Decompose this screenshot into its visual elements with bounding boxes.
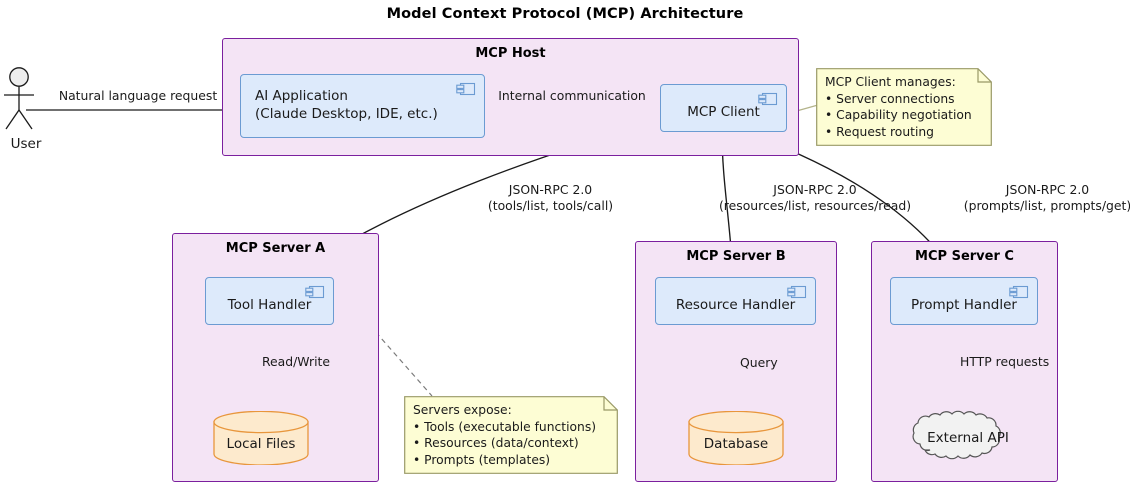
component-prompt-handler-label: Prompt Handler bbox=[911, 297, 1017, 314]
edge-label-query: Query bbox=[740, 355, 778, 370]
actor-user-label: User bbox=[10, 136, 42, 152]
cloud-icon bbox=[912, 410, 1001, 460]
component-prompt-handler[interactable]: Prompt Handler bbox=[890, 277, 1038, 325]
edge-label-read-write: Read/Write bbox=[262, 354, 331, 369]
component-mcp-client-label: MCP Client bbox=[687, 104, 760, 121]
database-local-files-label: Local Files bbox=[226, 436, 296, 452]
edge-label-jsonrpc-resources: JSON-RPC 2.0 (resources/list, resources/… bbox=[718, 182, 912, 213]
uml-component-icon bbox=[456, 82, 476, 96]
component-mcp-client[interactable]: MCP Client bbox=[660, 84, 787, 132]
actor-stick-figure-icon bbox=[4, 67, 34, 130]
package-mcp-server-c-title: MCP Server C bbox=[915, 249, 1014, 264]
package-mcp-host-title: MCP Host bbox=[475, 46, 546, 61]
database-database[interactable]: Database bbox=[688, 410, 784, 466]
component-ai-application-label: AI Application (Claude Desktop, IDE, etc… bbox=[255, 88, 438, 122]
note-mcp-client-text: MCP Client manages: • Server connections… bbox=[825, 75, 972, 140]
edge-label-natural-language-request: Natural language request bbox=[58, 88, 218, 103]
page-title: Model Context Protocol (MCP) Architectur… bbox=[386, 6, 744, 22]
note-shape bbox=[816, 68, 992, 146]
edge-label-jsonrpc-tools: JSON-RPC 2.0 (tools/list, tools/call) bbox=[487, 182, 614, 213]
edge-label-http-requests: HTTP requests bbox=[960, 354, 1050, 369]
database-cylinder-icon bbox=[688, 410, 784, 466]
uml-component-icon bbox=[1009, 285, 1029, 299]
component-resource-handler[interactable]: Resource Handler bbox=[655, 277, 816, 325]
package-mcp-server-a-title: MCP Server A bbox=[225, 241, 326, 256]
package-mcp-server-b-title: MCP Server B bbox=[686, 249, 786, 264]
component-ai-application[interactable]: AI Application (Claude Desktop, IDE, etc… bbox=[240, 74, 485, 138]
database-database-label: Database bbox=[703, 436, 769, 452]
note-servers-expose-text: Servers expose: • Tools (executable func… bbox=[413, 403, 597, 468]
uml-component-icon bbox=[787, 285, 807, 299]
component-resource-handler-label: Resource Handler bbox=[675, 297, 796, 314]
database-cylinder-icon bbox=[213, 410, 309, 466]
note-mcp-client: MCP Client manages: • Server connections… bbox=[816, 68, 992, 146]
actor-user: User bbox=[0, 66, 52, 158]
note-shape bbox=[404, 396, 618, 474]
edge-label-jsonrpc-prompts: JSON-RPC 2.0 (prompts/list, prompts/get) bbox=[963, 182, 1130, 213]
note-servers-expose: Servers expose: • Tools (executable func… bbox=[404, 396, 618, 474]
uml-component-icon bbox=[305, 285, 325, 299]
component-tool-handler-label: Tool Handler bbox=[227, 297, 312, 314]
cloud-external-api-label: External API bbox=[927, 430, 1009, 446]
component-tool-handler[interactable]: Tool Handler bbox=[205, 277, 334, 325]
edge-label-internal-communication: Internal communication bbox=[498, 88, 646, 103]
cloud-external-api[interactable]: External API bbox=[908, 408, 1028, 466]
database-local-files[interactable]: Local Files bbox=[213, 410, 309, 466]
uml-component-icon bbox=[758, 92, 778, 106]
